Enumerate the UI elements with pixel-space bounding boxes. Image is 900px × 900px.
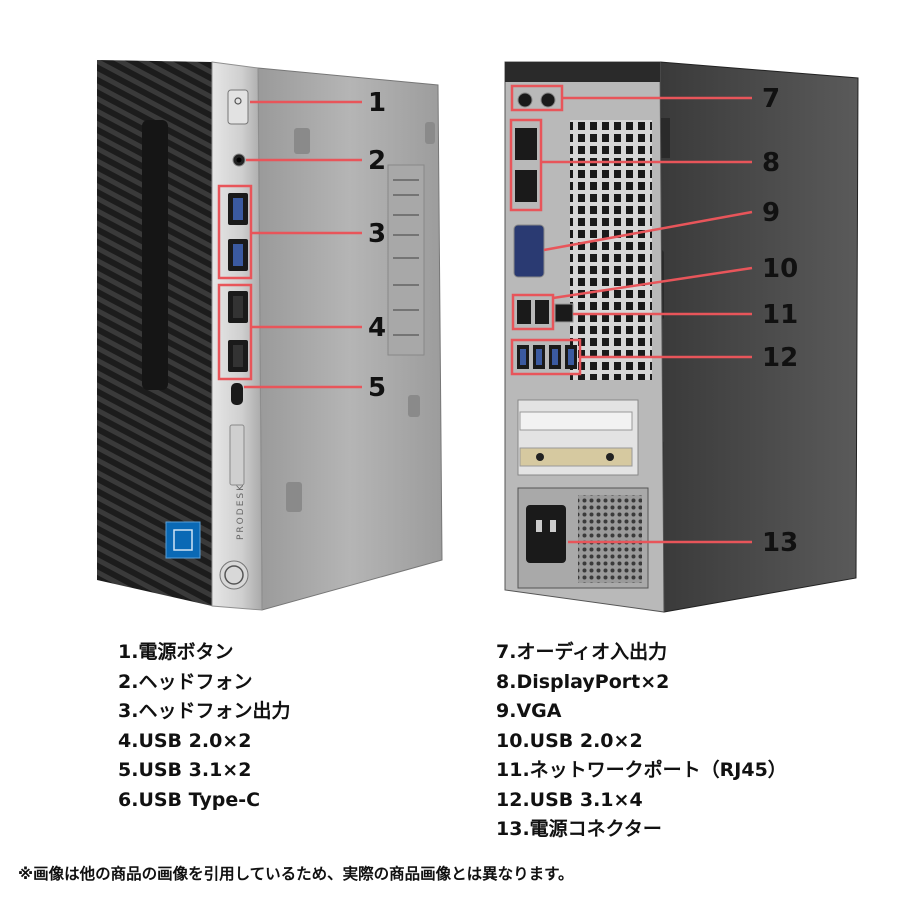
rj45-port (554, 303, 574, 323)
leader-line-9 (543, 210, 753, 252)
callout-7: 7 (762, 84, 781, 114)
highlight-box-4 (217, 283, 253, 381)
callout-13: 13 (762, 528, 799, 558)
rear-view (504, 61, 859, 613)
front-brand-text: PRODESK (236, 483, 246, 540)
audio-jack (517, 92, 533, 108)
highlight-box-10 (511, 293, 555, 331)
rear-usb2 (517, 300, 531, 324)
side-foot (425, 122, 435, 144)
card-slot (229, 424, 245, 486)
rear-vents (570, 120, 652, 380)
usb-c-port (231, 383, 243, 405)
disclaimer-note: ※画像は他の商品の画像を引用しているため、実際の商品画像とは異なります。 (18, 865, 574, 883)
callout-1: 1 (368, 88, 387, 118)
port-list-left: 1.電源ボタン 2.ヘッドフォン 3.ヘッドフォン出力 4.USB 2.0×2 … (118, 638, 290, 815)
port-list-item: 9.VGA (496, 700, 562, 722)
callout-11: 11 (762, 300, 799, 330)
power-button (227, 89, 249, 125)
callout-5: 5 (368, 373, 387, 403)
callout-9: 9 (762, 198, 781, 228)
side-foot (294, 128, 310, 154)
port-list-item: 4.USB 2.0×2 (118, 729, 252, 752)
port-list-item: 7.オーディオ入出力 (496, 641, 668, 663)
port-list-item: 8.DisplayPort×2 (496, 670, 670, 693)
side-label (387, 164, 425, 356)
port-list-item: 2.ヘッドフォン (118, 670, 253, 693)
port-list-item: 13.電源コネクター (496, 818, 662, 840)
highlight-box-8 (509, 118, 543, 212)
audio-jack (540, 92, 556, 108)
front-view: PRODESK (97, 60, 443, 611)
displayport (515, 170, 537, 202)
leader-line-10 (552, 266, 753, 300)
hp-logo (219, 560, 249, 590)
rear-usb3-ports (517, 345, 577, 369)
front-usb-ports (228, 193, 248, 372)
port-list-item: 3.ヘッドフォン出力 (118, 700, 291, 722)
front-bezel (211, 61, 263, 611)
callout-4: 4 (368, 313, 387, 343)
product-photo: PRODESK (97, 60, 859, 613)
power-connector (526, 505, 566, 563)
port-list-item: 12.USB 3.1×4 (496, 788, 643, 811)
displayport (515, 128, 537, 160)
port-list-item: 1.電源ボタン (118, 641, 234, 663)
intel-sticker (165, 521, 201, 559)
port-list-item: 10.USB 2.0×2 (496, 729, 643, 752)
callout-2: 2 (368, 146, 387, 176)
port-list-item: 11.ネットワークポート（RJ45） (496, 759, 787, 781)
side-foot (286, 482, 302, 512)
rear-usb2 (535, 300, 549, 324)
side-foot (408, 395, 420, 417)
port-list-item: 6.USB Type-C (118, 788, 261, 811)
port-list-right: 7.オーディオ入出力 8.DisplayPort×2 9.VGA 10.USB … (496, 638, 787, 845)
port-list-item: 5.USB 3.1×2 (118, 759, 252, 781)
callout-12: 12 (762, 343, 799, 373)
callout-10: 10 (762, 254, 799, 284)
rear-side-panel (659, 61, 859, 613)
callout-3: 3 (368, 219, 387, 249)
vga-port (513, 224, 545, 278)
drive-bay-slot (142, 120, 168, 390)
callout-8: 8 (762, 148, 781, 178)
